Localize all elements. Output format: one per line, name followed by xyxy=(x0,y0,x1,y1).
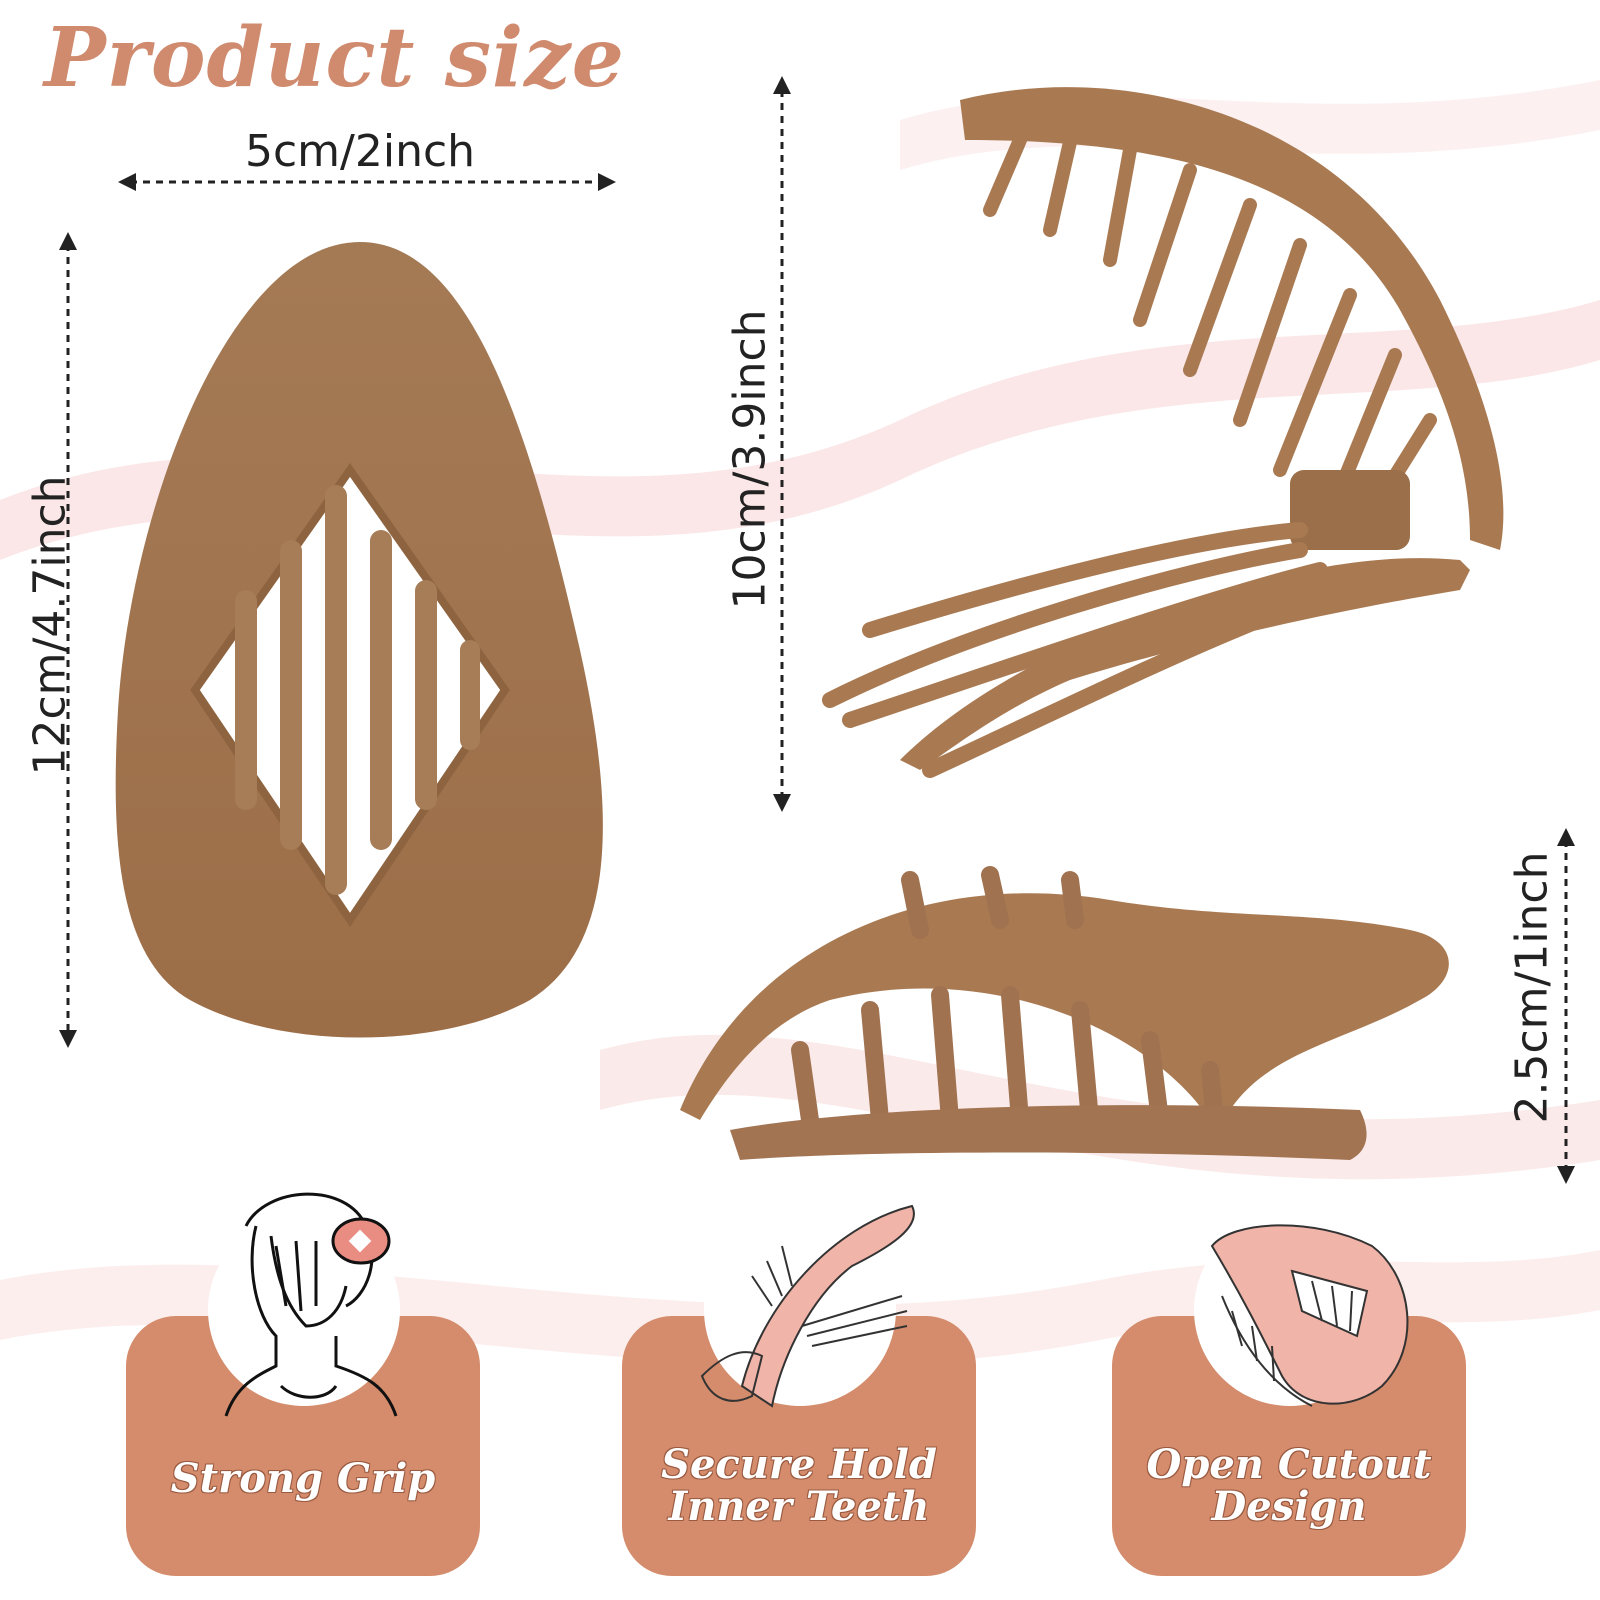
product-top-view xyxy=(115,242,603,1038)
feature-label: Strong Grip xyxy=(170,1455,436,1502)
clip-teeth-icon xyxy=(700,1204,915,1408)
page-title: Product size xyxy=(44,10,625,106)
feature-card-open-cutout: Open Cutout Design xyxy=(1112,1196,1466,1576)
length-dimension-label: 12cm/4.7inch xyxy=(24,475,76,776)
width-dimension-label: 5cm/2inch xyxy=(245,126,476,177)
feature-label-line2: Inner Teeth xyxy=(668,1483,930,1530)
feature-label-line1: Secure Hold xyxy=(661,1441,937,1488)
feature-card-secure-hold: Secure Hold Inner Teeth xyxy=(622,1196,976,1576)
feature-card-strong-grip: Strong Grip xyxy=(126,1192,480,1576)
clip-cutout-icon xyxy=(1210,1224,1409,1407)
open-height-dimension-label: 10cm/3.9inch xyxy=(724,309,776,610)
woman-wearing-clip-icon xyxy=(224,1192,398,1417)
feature-label-line1: Open Cutout xyxy=(1146,1441,1432,1488)
thickness-dimension-label: 2.5cm/1inch xyxy=(1506,851,1558,1124)
product-closed-view xyxy=(680,866,1449,1160)
feature-label-line2: Design xyxy=(1211,1483,1367,1530)
product-open-view xyxy=(822,87,1504,778)
feature-label: Open Cutout Design xyxy=(1112,1444,1466,1528)
feature-label: Secure Hold Inner Teeth xyxy=(622,1444,976,1528)
